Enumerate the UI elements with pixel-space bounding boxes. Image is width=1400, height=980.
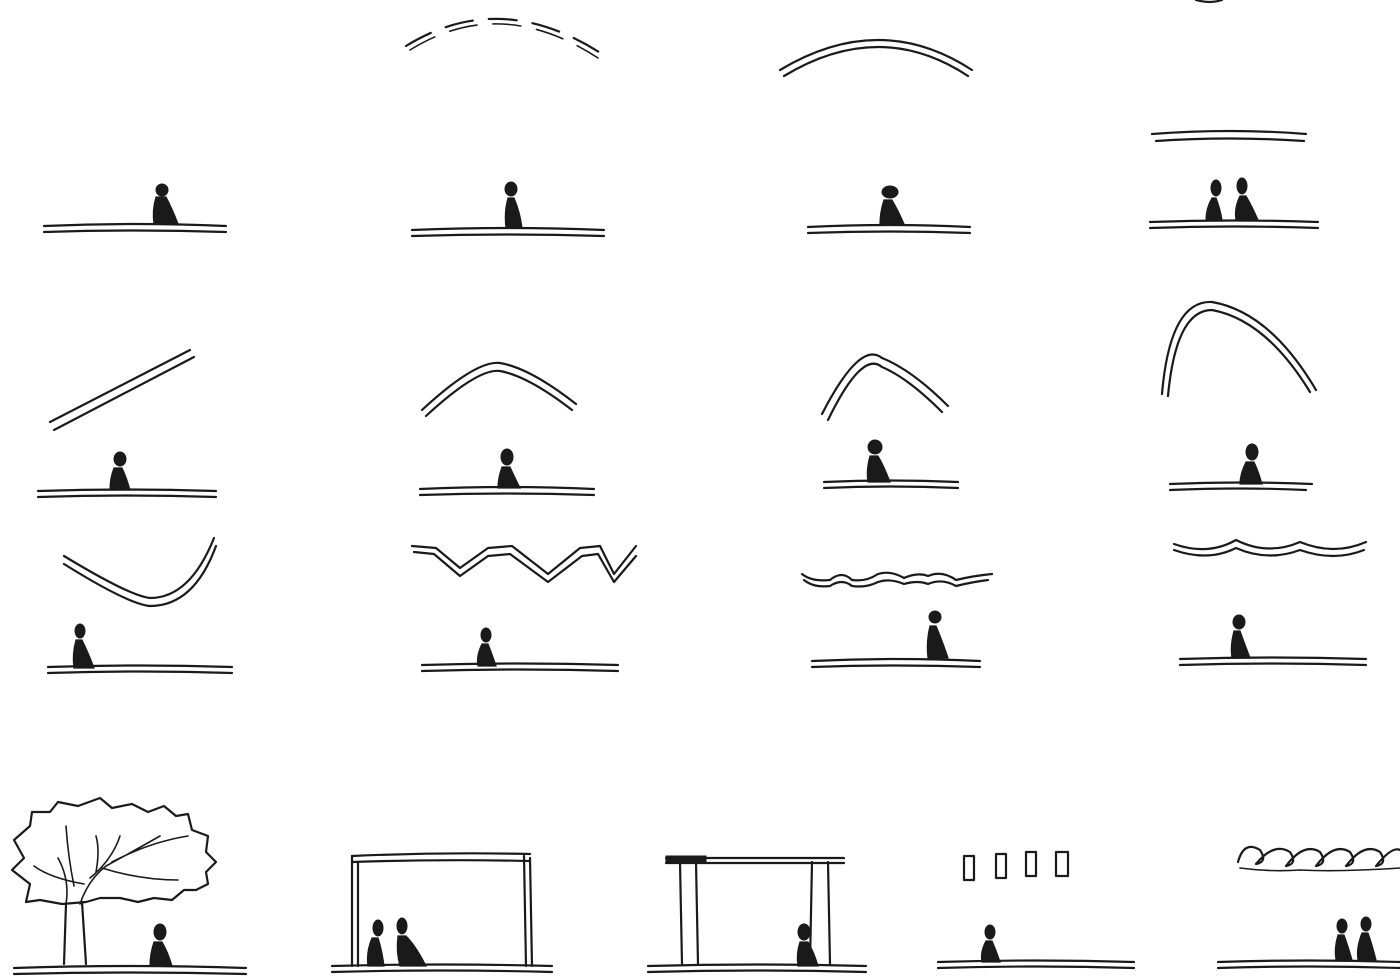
panel-low-gable — [420, 363, 594, 495]
panel-soft-waves — [1174, 540, 1366, 665]
seated-person — [982, 925, 1001, 962]
tree-branches — [34, 826, 188, 904]
seated-person — [368, 920, 385, 966]
flat-slab-canopy — [1152, 131, 1306, 141]
panel-zigzag — [412, 546, 636, 671]
soft-waves-canopy — [1174, 540, 1366, 556]
seated-person — [505, 182, 522, 228]
ground-line — [1180, 658, 1366, 666]
panel-parabolic-arch — [1162, 302, 1316, 490]
seated-person — [797, 924, 818, 966]
panel-post-beam — [648, 856, 866, 972]
hanging-curve-canopy — [64, 538, 216, 606]
zigzag-canopy — [412, 546, 636, 582]
steep-arch-canopy — [822, 354, 948, 420]
ground-line — [812, 659, 980, 667]
parabolic-arch-canopy — [1162, 302, 1316, 396]
seated-person — [1231, 615, 1250, 658]
ground-line — [1218, 961, 1400, 969]
tree-trunk — [64, 902, 86, 964]
low-gable-canopy — [422, 363, 576, 416]
panel-flat-slab — [1150, 131, 1318, 228]
ground-line — [412, 228, 604, 236]
seated-person — [478, 628, 497, 666]
panel-slope — [38, 350, 216, 497]
seated-person — [153, 184, 178, 224]
ground-line — [1150, 221, 1318, 229]
panel-hanging-curve — [48, 538, 232, 673]
ground-line — [14, 966, 246, 974]
ground-line — [824, 481, 958, 489]
seated-person — [110, 452, 130, 490]
sloped-canopy — [50, 350, 194, 430]
frame-roof — [352, 853, 530, 862]
shallow-arc-canopy — [780, 40, 972, 76]
small-waves-canopy — [802, 573, 992, 587]
seated-person — [1240, 444, 1262, 484]
panel-floating-blocks — [938, 852, 1134, 968]
ground-line — [648, 965, 866, 973]
seated-person — [498, 449, 520, 488]
panel-shallow-arc — [780, 40, 972, 233]
panel-dashed-arc — [406, 19, 604, 236]
panel-open-ground — [44, 184, 226, 232]
panel-steep-arch — [822, 354, 958, 488]
ground-line — [38, 490, 216, 498]
seated-person — [1206, 180, 1222, 220]
seated-person — [73, 624, 94, 668]
beam-end — [666, 856, 706, 862]
ground-line — [808, 225, 970, 233]
seated-person — [397, 918, 426, 966]
partial-arc-fragment — [1196, 0, 1222, 2]
seated-person — [1236, 178, 1259, 220]
panel-small-waves — [802, 573, 992, 667]
seated-person — [927, 611, 948, 658]
seated-person — [1358, 917, 1377, 960]
block-row — [964, 852, 1068, 880]
ground-line — [938, 961, 1134, 969]
panel-tree — [12, 798, 246, 974]
seated-person — [880, 186, 904, 224]
panel-loop-ribbon — [1218, 847, 1400, 968]
seated-person — [1335, 919, 1352, 960]
seated-person — [867, 440, 890, 482]
loop-ribbon-canopy — [1238, 847, 1400, 866]
panel-frame-shelter — [332, 853, 552, 972]
ground-line — [422, 664, 618, 672]
seated-person — [150, 924, 172, 966]
ground-line — [44, 224, 226, 232]
ground-line — [332, 965, 552, 973]
